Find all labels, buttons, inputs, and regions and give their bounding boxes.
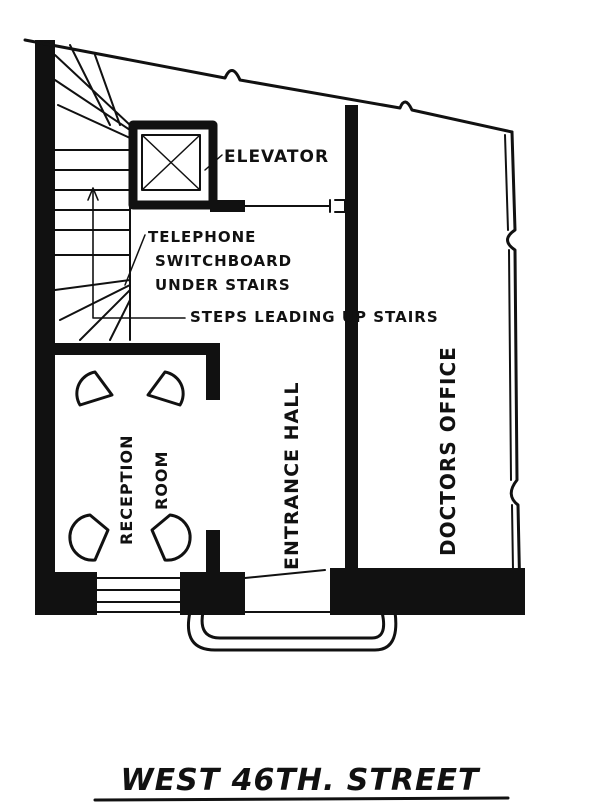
telephone-pointer xyxy=(124,234,146,286)
reception-wall-lower xyxy=(206,530,220,575)
entrance-door xyxy=(244,569,331,613)
reception-wall-top xyxy=(55,343,220,355)
front-steps xyxy=(187,610,398,652)
reception-label: RECEPTION xyxy=(117,434,136,545)
elevator-pointer xyxy=(204,154,223,171)
chair-icon xyxy=(68,513,110,562)
doctors-office-label: DOCTORS OFFICE xyxy=(436,346,460,556)
staircase xyxy=(54,44,186,341)
left-wall xyxy=(35,40,55,615)
elevator-shaft xyxy=(128,120,346,213)
chair-icon xyxy=(146,370,185,407)
street-underline xyxy=(93,796,510,802)
front-window xyxy=(96,577,181,613)
entrance-hall-label: ENTRANCE HALL xyxy=(281,382,303,570)
right-wall xyxy=(506,130,522,602)
chair-icon xyxy=(150,513,192,562)
front-wall-right xyxy=(330,568,525,615)
under-stairs-label: UNDER STAIRS xyxy=(155,276,291,294)
chair-icon xyxy=(75,370,114,407)
room-label: ROOM xyxy=(152,451,171,510)
street-name: WEST 46TH. STREET xyxy=(121,763,481,798)
front-wall-mid xyxy=(180,572,245,615)
top-slanted-wall xyxy=(23,38,514,134)
office-wall xyxy=(345,105,358,570)
switchboard-label: SWITCHBOARD xyxy=(155,252,292,270)
steps-label: STEPS LEADING UP STAIRS xyxy=(190,308,439,326)
telephone-label: TELEPHONE xyxy=(148,228,256,246)
right-wall-inner xyxy=(504,134,514,571)
elevator-label: ELEVATOR xyxy=(224,147,329,167)
reception-chairs xyxy=(68,370,192,562)
reception-wall-stub xyxy=(206,343,220,400)
front-wall-left xyxy=(55,572,97,615)
